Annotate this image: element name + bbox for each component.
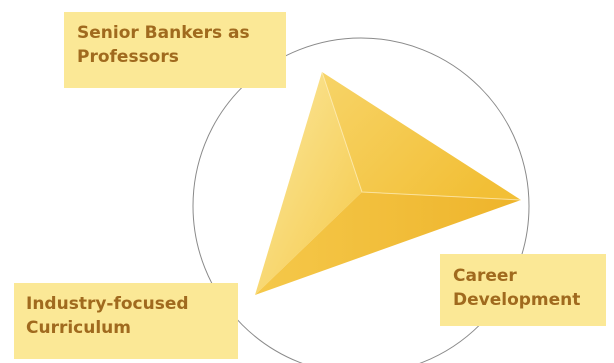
pyramid-edge-highlight xyxy=(321,71,522,201)
label-industry-curriculum-line-1: Industry-focused xyxy=(26,294,189,314)
label-career-development-line-1: Career xyxy=(453,266,517,286)
pyramid-face-bottom xyxy=(255,192,521,295)
label-career-development: Career Development xyxy=(440,254,606,326)
pyramid-shape xyxy=(255,71,522,295)
outer-circle xyxy=(192,37,530,363)
label-career-development-line-2: Development xyxy=(453,290,581,310)
pyramid-face-left xyxy=(255,72,362,295)
label-senior-bankers-line-1: Senior Bankers as xyxy=(77,23,250,43)
label-industry-curriculum-line-2: Curriculum xyxy=(26,318,131,338)
label-senior-bankers-line-2: Professors xyxy=(77,47,179,67)
label-senior-bankers: Senior Bankers as Professors xyxy=(64,12,286,88)
label-industry-curriculum: Industry-focused Curriculum xyxy=(14,283,238,359)
pyramid-face-top xyxy=(322,72,521,200)
